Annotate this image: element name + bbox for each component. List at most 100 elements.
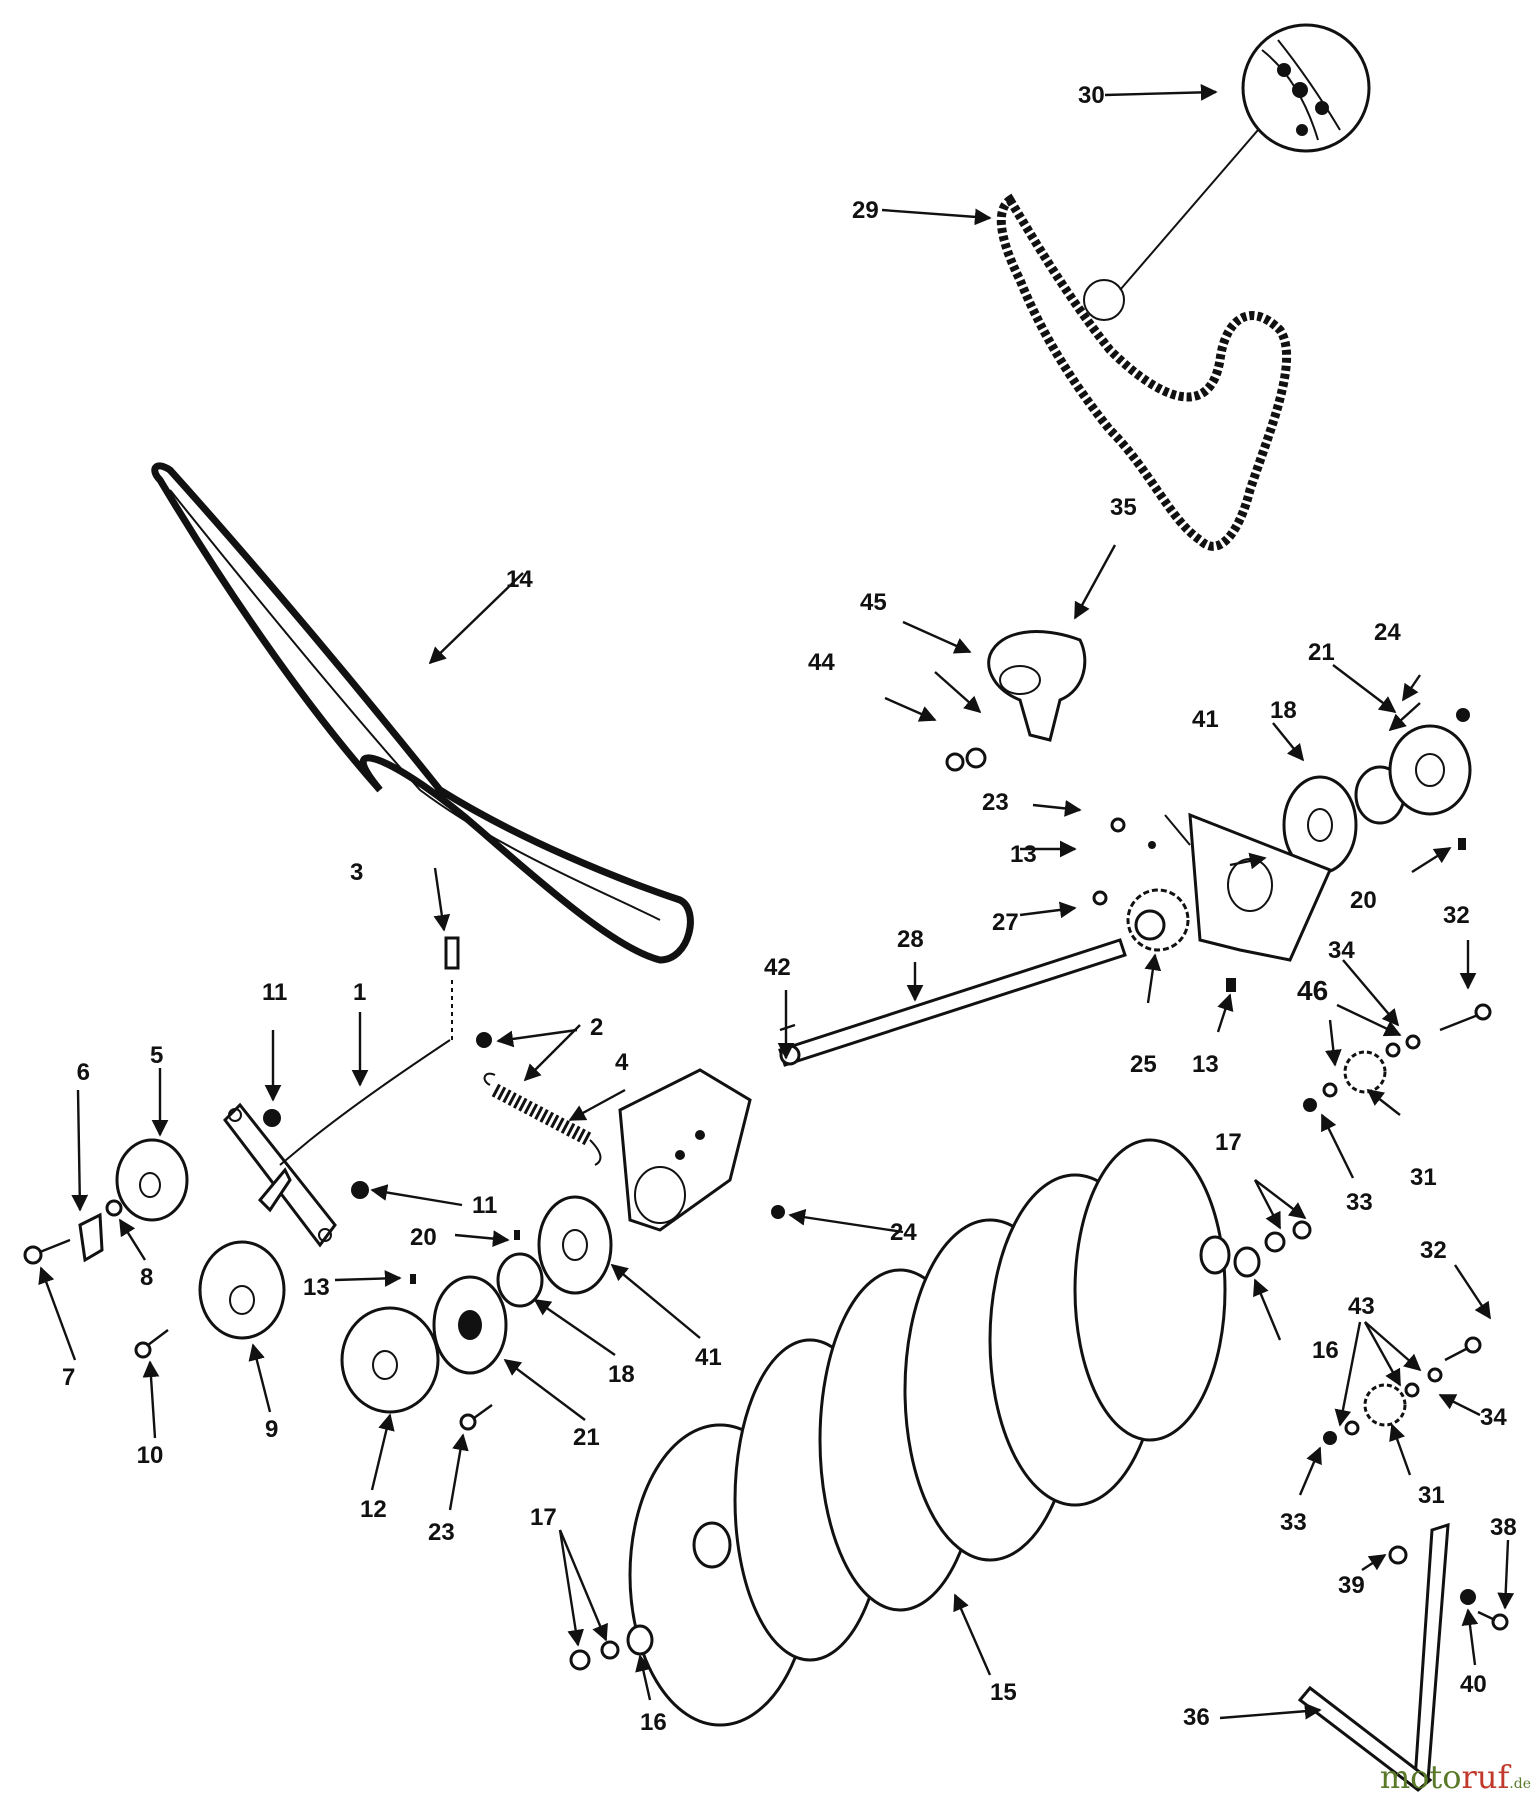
watermark-brand-b: ruf (1461, 1758, 1510, 1796)
callout-34-upper: 34 (1328, 937, 1355, 964)
callout-41-left: 41 (695, 1344, 722, 1371)
callout-4: 4 (615, 1049, 629, 1076)
callout-18-right: 18 (1270, 697, 1297, 724)
watermark-logo: motoruf.de (1380, 1758, 1531, 1796)
callout-23-left: 23 (428, 1519, 455, 1546)
callout-42: 42 (764, 954, 791, 981)
sprocket-25 (1092, 888, 1236, 992)
pulley-12 (340, 1306, 440, 1414)
callout-labels: 30 29 14 35 45 44 21 24 41 18 23 13 20 2… (62, 82, 1517, 1736)
callout-34-lower: 34 (1480, 1404, 1507, 1431)
key-13-left (410, 1274, 416, 1284)
callout-6: 6 (77, 1059, 90, 1086)
callout-20-left: 20 (410, 1224, 437, 1251)
washers-17-left (569, 1640, 620, 1671)
callout-8: 8 (140, 1264, 153, 1291)
right-mounting-bracket (1110, 812, 1333, 962)
tension-spring (491, 1083, 594, 1147)
washer-8 (105, 1199, 123, 1217)
callout-9: 9 (265, 1416, 278, 1443)
callout-43: 43 (1348, 1293, 1375, 1320)
callout-11-lower: 11 (472, 1192, 497, 1219)
callout-10: 10 (137, 1442, 164, 1469)
callout-32-upper: 32 (1443, 902, 1470, 929)
callout-31-lower: 31 (1418, 1482, 1445, 1509)
pulley-5 (115, 1138, 189, 1222)
callout-15: 15 (990, 1679, 1017, 1706)
plate-21-left (432, 1275, 508, 1375)
bracket-6 (78, 1212, 104, 1263)
bolt-7 (23, 1238, 71, 1265)
nut-24-left (771, 1205, 785, 1219)
right-bearing-assembly (1282, 708, 1472, 875)
watermark-brand-a: moto (1379, 1758, 1462, 1796)
callout-3: 3 (350, 859, 363, 886)
callout-14: 14 (506, 566, 533, 593)
hub-18-left (496, 1252, 544, 1308)
bushing-16-right (1233, 1246, 1261, 1278)
idler-arm (223, 1039, 451, 1248)
callout-27: 27 (992, 909, 1019, 936)
chain-detail-circle (1083, 23, 1371, 321)
callout-30: 30 (1078, 82, 1105, 109)
callout-33-upper: 33 (1346, 1189, 1373, 1216)
washers-17-right (1264, 1220, 1312, 1253)
scraper-bracket-36 (1297, 1522, 1450, 1792)
callout-12: 12 (360, 1496, 387, 1523)
callout-5: 5 (150, 1042, 163, 1069)
callout-41-right: 41 (1192, 706, 1219, 733)
nut-11-lower (351, 1181, 369, 1199)
bushing-16-left (626, 1624, 654, 1656)
nut-40 (1460, 1589, 1476, 1605)
sprocket-31-upper (1303, 1003, 1492, 1112)
bolt-10 (134, 1329, 169, 1359)
key-20-left (514, 1230, 520, 1240)
bolt-38 (1477, 1610, 1509, 1631)
plate-41-left (537, 1195, 613, 1295)
left-mounting-bracket (618, 1068, 752, 1232)
nut-2 (476, 1032, 492, 1048)
callout-21-right: 21 (1308, 639, 1335, 666)
bearing-housing (945, 630, 1087, 772)
callout-24-left: 24 (890, 1219, 917, 1246)
callout-35: 35 (1110, 494, 1137, 521)
callout-13-right: 13 (1192, 1051, 1219, 1078)
callout-16-left: 16 (640, 1709, 667, 1736)
callout-13-upper: 13 (1010, 841, 1037, 868)
callout-32-lower: 32 (1420, 1237, 1447, 1264)
drive-shaft (778, 938, 1127, 1067)
callout-2: 2 (590, 1014, 603, 1041)
nut-11-upper (263, 1109, 281, 1127)
callout-39: 39 (1338, 1572, 1365, 1599)
pin-3 (444, 936, 460, 970)
callout-24-right: 24 (1374, 619, 1401, 646)
bolt-32-lower (1444, 1336, 1482, 1362)
callout-7: 7 (62, 1364, 75, 1391)
callout-46: 46 (1297, 975, 1328, 1006)
watermark-tld: .de (1509, 1776, 1531, 1792)
bolt-23-left (459, 1404, 493, 1431)
callout-arrows (38, 84, 1515, 1720)
callout-11-upper: 11 (262, 979, 287, 1006)
callout-28: 28 (897, 926, 924, 953)
nut-39 (1388, 1545, 1408, 1565)
bolt-32-upper (1439, 1003, 1492, 1032)
sprocket-31-lower (1323, 1336, 1482, 1445)
callout-20-right: 20 (1350, 887, 1377, 914)
v-belt (151, 462, 694, 964)
callout-29: 29 (852, 197, 879, 224)
callout-18-left: 18 (608, 1361, 635, 1388)
auger (628, 1138, 1231, 1727)
callout-38: 38 (1490, 1514, 1517, 1541)
callout-13-left: 13 (303, 1274, 330, 1301)
callout-36: 36 (1183, 1704, 1210, 1731)
callout-23-right: 23 (982, 789, 1009, 816)
callout-33-lower: 33 (1280, 1509, 1307, 1536)
callout-16-right: 16 (1312, 1337, 1339, 1364)
callout-31-upper: 31 (1410, 1164, 1437, 1191)
drive-chain (996, 193, 1292, 551)
callout-44: 44 (808, 649, 835, 676)
callout-45: 45 (860, 589, 887, 616)
callout-40: 40 (1460, 1671, 1487, 1698)
